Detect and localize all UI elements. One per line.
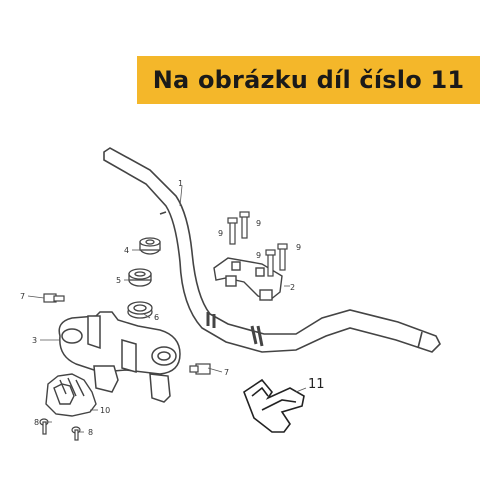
bolt-7-left[interactable] [43, 293, 65, 303]
label-4: 4 [124, 246, 129, 255]
label-8-right: 8 [88, 428, 93, 437]
label-2: 2 [290, 283, 295, 292]
cover-part[interactable] [45, 373, 97, 417]
part-banner: Na obrázku díl číslo 11 [137, 56, 480, 104]
ring-part[interactable] [127, 301, 153, 319]
screws-8[interactable] [39, 418, 81, 441]
label-7-right: 7 [224, 368, 229, 377]
nut-part[interactable] [139, 237, 161, 255]
label-10: 10 [100, 406, 110, 415]
clamp-upper-part[interactable] [213, 257, 283, 301]
label-3: 3 [32, 336, 37, 345]
label-9-b: 9 [256, 219, 261, 228]
label-1: 1 [178, 179, 183, 188]
washer-part[interactable] [128, 268, 152, 287]
label-9-a: 9 [218, 229, 223, 238]
label-7-left: 7 [20, 292, 25, 301]
bolt-7-right[interactable] [189, 363, 211, 375]
leader-lines [27, 185, 307, 433]
label-11: 11 [308, 377, 325, 392]
handlebar-part[interactable] [103, 147, 441, 353]
label-9-c: 9 [256, 251, 261, 260]
bolts-9[interactable] [227, 211, 288, 277]
label-9-d: 9 [296, 243, 301, 252]
banner-text: Na obrázku díl číslo 11 [152, 66, 465, 94]
label-8-left: 8 [34, 418, 39, 427]
triple-clamp-part[interactable] [58, 311, 181, 403]
label-6: 6 [154, 313, 159, 322]
clip-part-11[interactable] [243, 378, 305, 433]
label-5: 5 [116, 276, 121, 285]
